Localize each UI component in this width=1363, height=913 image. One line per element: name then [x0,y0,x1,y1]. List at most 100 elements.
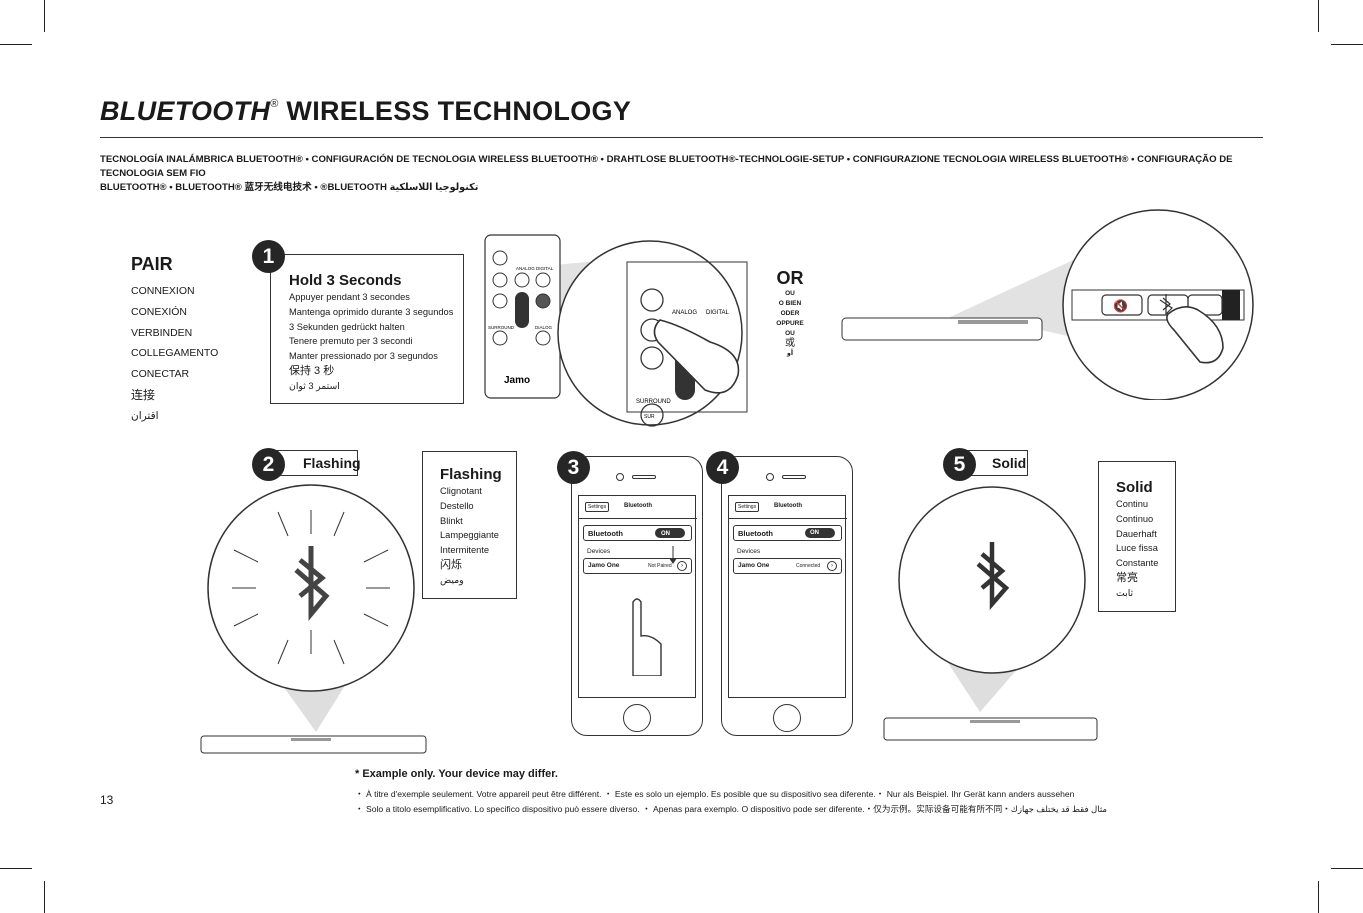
step2-item: Lampeggiante [440,530,499,541]
device-status: Not Paired [648,563,672,569]
crop-mark [1318,881,1319,913]
step5-item: Constante [1116,558,1159,569]
step2-item: Intermitente [440,545,490,556]
step5-list: Continu Continuo Dauerhaft Luce fissa Co… [1116,497,1158,601]
subtitle: TECNOLOGÍA INALÁMBRICA BLUETOOTH® • CONF… [100,153,1270,195]
bluetooth-toggle[interactable]: ON [655,528,685,538]
info-chevron-icon[interactable]: › [827,561,837,571]
step5-badge: 5 [943,448,976,481]
device-row[interactable]: Jamo One Connected › [733,558,842,574]
pair-item: اقتران [131,409,159,422]
crop-mark [0,868,32,869]
zoom-label-surround: SURROUND [636,399,671,405]
devices-label: Devices [737,548,761,555]
page-title: BLUETOOTH® WIRELESS TECHNOLOGY [100,96,631,127]
title-reg: ® [270,98,279,110]
step1-item: استمر 3 ثوان [289,380,340,391]
info-chevron-icon[interactable]: › [677,561,687,571]
remote-brand: Jamo [504,375,530,386]
settings-back-button[interactable]: Settings [735,502,760,512]
screen-header: Bluetooth [774,503,802,509]
pair-item: CONNEXION [131,285,195,297]
step1-badge: 1 [252,240,285,273]
step2-list: Clignotant Destello Blinkt Lampeggiante … [440,484,499,588]
step1-item: Manter pressionado por 3 segundos [289,351,438,362]
step5-box: Solid Continu Continuo Dauerhaft Luce fi… [1098,461,1176,612]
step1-item: 3 Sekunden gedrückt halten [289,321,405,332]
bluetooth-toggle[interactable]: ON [805,528,835,538]
flashing-illustration [200,484,427,754]
crop-mark [0,44,32,45]
device-status: Connected [796,563,821,569]
subtitle-line2: BLUETOOTH® • BLUETOOTH® 蓝牙无线电技术 • ®BLUET… [100,182,479,193]
or-list: OU O BIEN ODER OPPURE OU 或 أو [770,289,810,359]
device-name: Jamo One [588,562,620,569]
crop-mark [1331,44,1363,45]
mute-icon: 🔇 [1113,299,1128,313]
phone-camera [616,473,624,481]
pair-item: 连接 [131,387,156,402]
remote-illustration: ANALOG DIGITAL SURROUND DIALOG Jamo ANAL… [484,234,748,427]
step1-item: Tenere premuto per 3 secondi [289,336,413,347]
soundbar-button-illustration: 🔇 [841,209,1254,400]
title-rest: WIRELESS TECHNOLOGY [278,96,632,126]
or-item: أو [786,350,794,357]
step2-box: Flashing Clignotant Destello Blinkt Lamp… [422,451,517,599]
pair-item: CONECTAR [131,368,190,381]
or-item: OU [785,290,795,297]
step1-item: Mantenga oprimido durante 3 segundos [289,306,454,317]
phone-speaker [632,475,656,479]
crop-mark [44,881,45,913]
phone-camera [766,473,774,481]
device-name: Jamo One [738,562,770,569]
pair-item: COLLEGAMENTO [131,347,219,360]
crop-mark [1318,0,1319,32]
remote-label-surround: SURROUND [488,325,515,330]
bluetooth-icon [1159,294,1173,316]
remote-label-analog: ANALOG [516,266,535,271]
finger-icon [632,546,677,676]
step2-item: 闪烁 [440,558,462,571]
devices-label: Devices [587,548,611,555]
phone-screen: Settings Bluetooth Bluetooth ON Devices … [578,495,697,698]
remote-label-digital: DIGITAL [536,266,554,271]
or-item: O BIEN [778,300,802,307]
disclaimer-line2: ・ Solo a titolo esemplificativo. Lo spec… [355,804,1108,814]
or-item: ODER [780,310,800,317]
step1-item: 保持 3 秒 [289,364,335,377]
title-rule [100,137,1263,138]
pair-item: VERBINDEN [131,326,193,339]
phone-step3: Settings Bluetooth Bluetooth ON Devices … [571,456,703,736]
or-item: OPPURE [776,320,804,327]
disclaimer-heading: * Example only. Your device may differ. [355,768,558,780]
step1-list: Appuyer pendant 3 secondes Mantenga opri… [289,290,453,394]
step2-item: Clignotant [440,486,482,496]
zoom-label-sur: SUR [644,414,655,420]
remote-label-dialog: DIALOG [535,325,553,330]
step5-item: Dauerhaft [1116,528,1157,539]
phone-step4: Settings Bluetooth Bluetooth ON Devices … [721,456,853,736]
home-button [623,704,651,732]
pair-item: CONEXIÓN [131,305,188,318]
subtitle-line1: TECNOLOGÍA INALÁMBRICA BLUETOOTH® • CONF… [100,154,1233,179]
bluetooth-row: Bluetooth ON [583,525,692,541]
crop-mark [44,0,45,32]
step4-badge: 4 [706,451,739,484]
device-row[interactable]: Jamo One Not Paired › [583,558,692,574]
title-brand: BLUETOOTH [100,96,271,126]
step2-item: Blinkt [440,515,463,526]
phone-speaker [782,475,806,479]
step5-item: 常亮 [1116,571,1138,584]
step5-item: Continu [1116,499,1149,509]
step1-item: Appuyer pendant 3 secondes [289,292,410,302]
page-number: 13 [100,793,114,807]
home-button [773,704,801,732]
settings-back-button[interactable]: Settings [585,502,610,512]
step2-item: Destello [440,500,474,511]
or-item: 或 [785,338,795,349]
solid-illustration [883,486,1098,741]
screen-header: Bluetooth [624,503,652,509]
step5-item: Continuo [1116,513,1154,524]
phone-screen: Settings Bluetooth Bluetooth ON Devices … [728,495,847,698]
pair-heading: PAIR [131,254,173,274]
